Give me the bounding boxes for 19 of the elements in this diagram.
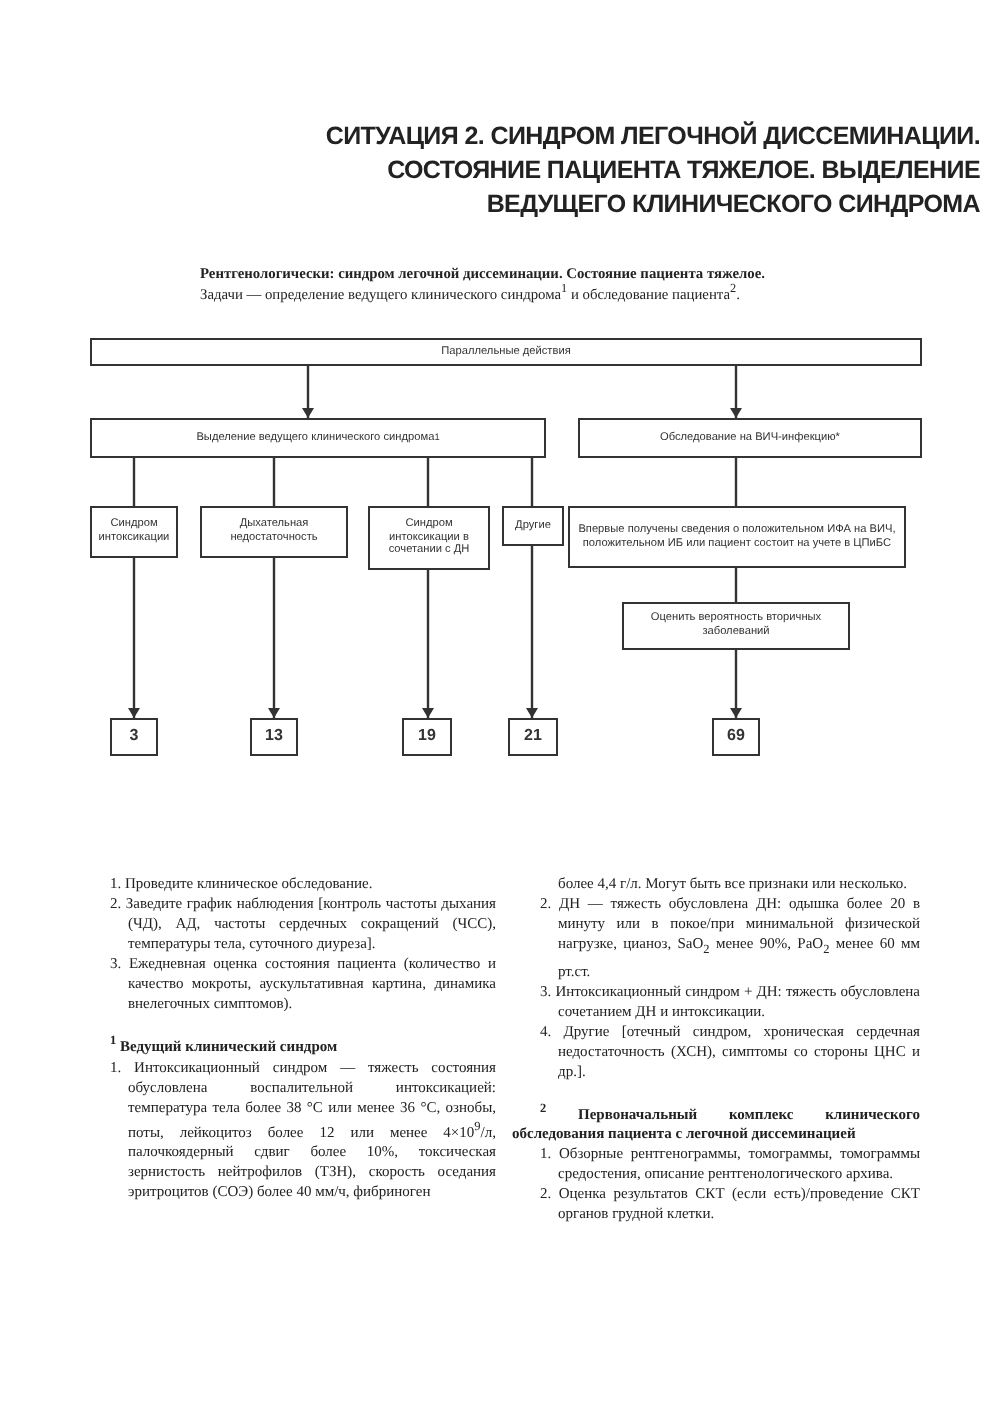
connector-line: [530, 458, 534, 506]
arrow: [422, 570, 434, 718]
arrow: [128, 558, 140, 718]
connector-line: [734, 458, 738, 506]
arrow: [730, 650, 742, 718]
page-number-box: 13: [250, 718, 298, 756]
page-number-box: 21: [508, 718, 558, 756]
page-title: СИТУАЦИЯ 2. СИНДРОМ ЛЕГОЧНОЙ ДИССЕМИНАЦИИ. СОСТОЯНИЕ ПАЦИЕНТА ТЯЖЕЛОЕ. ВЫДЕЛЕНИЕ ВЕДУЩЕГО КЛИНИЧЕСКОГО СИНДРОМА: [323, 120, 980, 222]
connector-line: [426, 458, 430, 506]
arrow: [526, 546, 538, 718]
arrow: [302, 366, 314, 418]
arrow: [730, 366, 742, 418]
connector-line: [734, 568, 738, 602]
arrow: [268, 558, 280, 718]
page-number-box: 19: [402, 718, 452, 756]
connector-line: [272, 458, 276, 506]
page-number-box: 69: [712, 718, 760, 756]
connector-line: [132, 458, 136, 506]
page-number-box: 3: [110, 718, 158, 756]
